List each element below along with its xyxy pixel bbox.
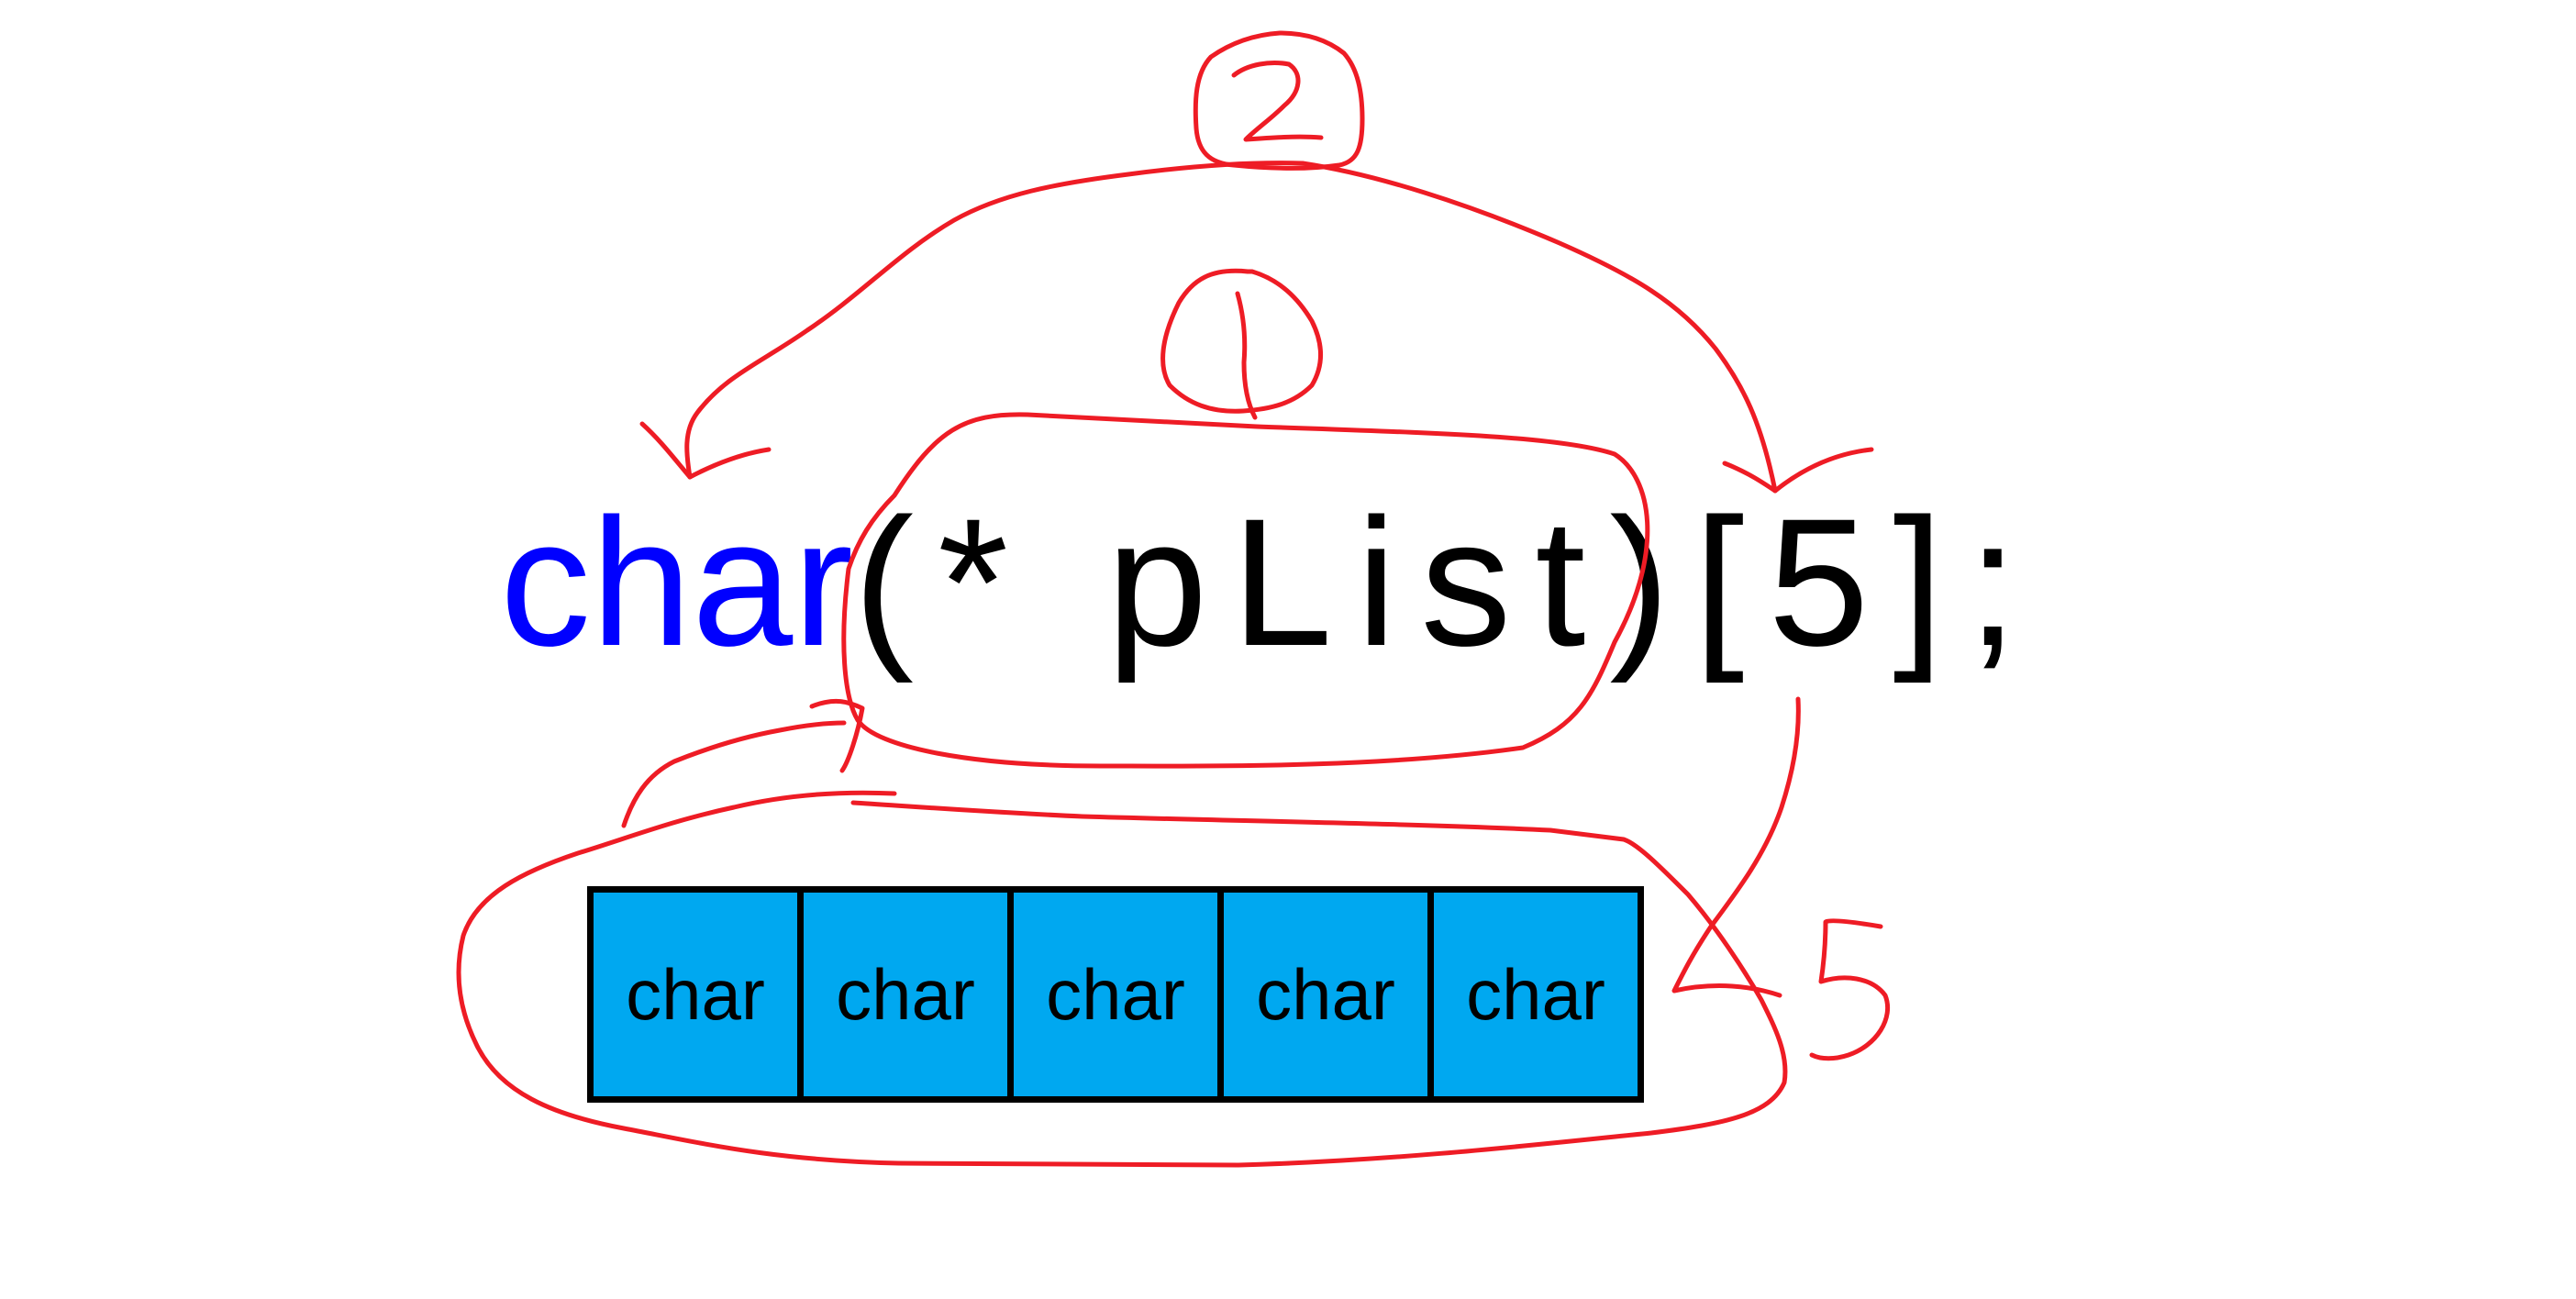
left-arrowhead xyxy=(639,421,772,480)
step-1-circle xyxy=(1160,268,1323,414)
array-cell-2: char xyxy=(1007,886,1224,1103)
count-5-glyph xyxy=(1809,918,1891,1061)
step-2-left-arc xyxy=(684,161,1305,480)
pointer-to-array-arrow xyxy=(809,698,865,773)
step-2-right-arc xyxy=(1300,161,1778,494)
array-cell-4: char xyxy=(1427,886,1644,1103)
step-1-glyph xyxy=(1235,291,1258,420)
char-array-cells: char char char char char xyxy=(587,886,1644,1103)
code-declarator: (* pList)[5]; xyxy=(853,481,2042,683)
step-2-circle xyxy=(1193,30,1365,171)
step-2-glyph xyxy=(1231,61,1324,142)
array-cell-0: char xyxy=(587,886,804,1103)
array-cell-1: char xyxy=(797,886,1014,1103)
length-pointer-line xyxy=(1671,696,1801,998)
code-keyword: char xyxy=(500,481,854,683)
code-declaration: char(* pList)[5]; xyxy=(500,491,2042,674)
array-cell-3: char xyxy=(1217,886,1434,1103)
array-group-circle-tail xyxy=(621,720,847,828)
